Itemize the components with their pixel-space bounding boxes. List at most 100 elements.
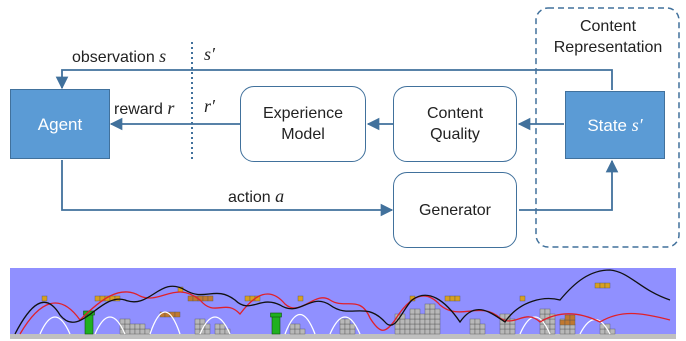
ground-block [294,328,301,335]
ground-block [349,323,356,330]
ground-block [414,308,421,315]
ground-block [399,318,406,325]
ground-block [339,328,346,335]
ground-block [509,328,516,335]
ground-block [429,328,436,335]
content-representation-title: Content Representation [540,14,676,60]
ground-block [544,308,551,315]
brick-block [569,314,576,321]
ground-block [424,313,431,320]
ground-block [344,318,351,325]
generator-to-state-arrow [519,159,619,211]
ground-block [194,318,201,325]
ground-block [414,323,421,330]
ground-block [424,308,431,315]
ground-block [539,308,546,315]
ground-block [424,328,431,335]
ground-block [414,313,421,320]
ground-block [404,318,411,325]
question-block [94,295,101,302]
ground-block [504,328,511,335]
ground-block [219,323,226,330]
ground-block [569,328,576,335]
question-block [449,295,456,302]
ground-block [124,323,131,330]
ground-block [404,323,411,330]
ground-block [564,328,571,335]
ground-block [509,323,516,330]
ground-block [404,328,411,335]
ground-block [549,323,556,330]
ground-block [414,328,421,335]
ground-block [409,323,416,330]
ground-block [419,318,426,325]
ground-block [434,318,441,325]
ground-block [124,328,131,335]
ground-block [429,318,436,325]
ground-block [419,328,426,335]
ground-block [429,303,436,310]
ground-block [539,323,546,330]
level-ground [10,334,676,339]
ground-block [409,313,416,320]
question-block [41,295,48,302]
ground-block [409,308,416,315]
ground-block [409,328,416,335]
content-representation-line-1: Content [579,18,637,35]
question-block [454,295,461,302]
generator-label: Generator [418,201,492,219]
ground-block [504,323,511,330]
ground-block [134,328,141,335]
observation-arrow [55,69,613,90]
ground-block [469,318,476,325]
ground-block [429,308,436,315]
ground-block [544,318,551,325]
ground-block [424,303,431,310]
ground-block [299,328,306,335]
ground-block [134,323,141,330]
question-block [297,295,304,302]
ground-block [609,328,616,335]
brick-block [564,319,571,326]
ground-block [559,328,566,335]
action-label: action a [228,186,285,206]
ground-block [424,318,431,325]
brick-block [202,295,209,302]
ground-block [414,318,421,325]
question-block [599,282,606,289]
ground-block [419,323,426,330]
observation-label: observation s [72,46,167,66]
ground-block [434,323,441,330]
ground-block [474,318,481,325]
ground-block [539,313,546,320]
ground-block [474,328,481,335]
black-trajectory [14,269,671,335]
ground-block [429,313,436,320]
question-block [244,295,251,302]
content-quality-line-2: Quality [430,126,480,143]
ground-block [144,328,151,335]
content-quality-node: Content Quality [393,86,517,162]
content-representation-region [535,7,680,248]
ground-block [124,318,131,325]
agent-label: Agent [37,114,83,134]
experience-model-line-1: Experience [262,105,344,122]
ground-block [474,323,481,330]
ground-block [429,323,436,330]
ground-block [339,323,346,330]
ground-block [499,323,506,330]
ground-block [339,318,346,325]
brick-block [569,319,576,326]
r-prime-label: r′ [204,96,215,116]
ground-block [399,328,406,335]
ground-block [204,328,211,335]
generator-node: Generator [393,172,517,248]
ground-block [199,318,206,325]
brick-block [207,295,214,302]
experience-model-node: Experience Model [240,86,366,162]
ground-block [434,328,441,335]
state-label: State [587,115,632,135]
pipe [271,315,281,335]
ground-block [434,308,441,315]
